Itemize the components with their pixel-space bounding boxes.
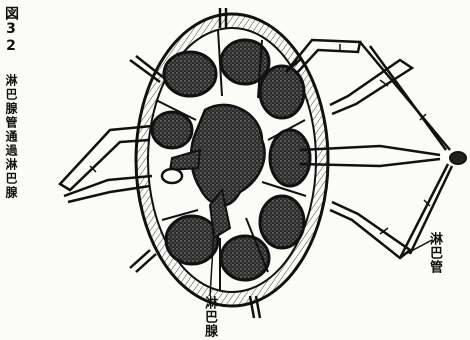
label-lymph-vessel: 淋巴管	[428, 232, 441, 274]
label-lymph-node: 淋巴腺	[203, 296, 216, 338]
hilum-knot	[450, 152, 466, 164]
